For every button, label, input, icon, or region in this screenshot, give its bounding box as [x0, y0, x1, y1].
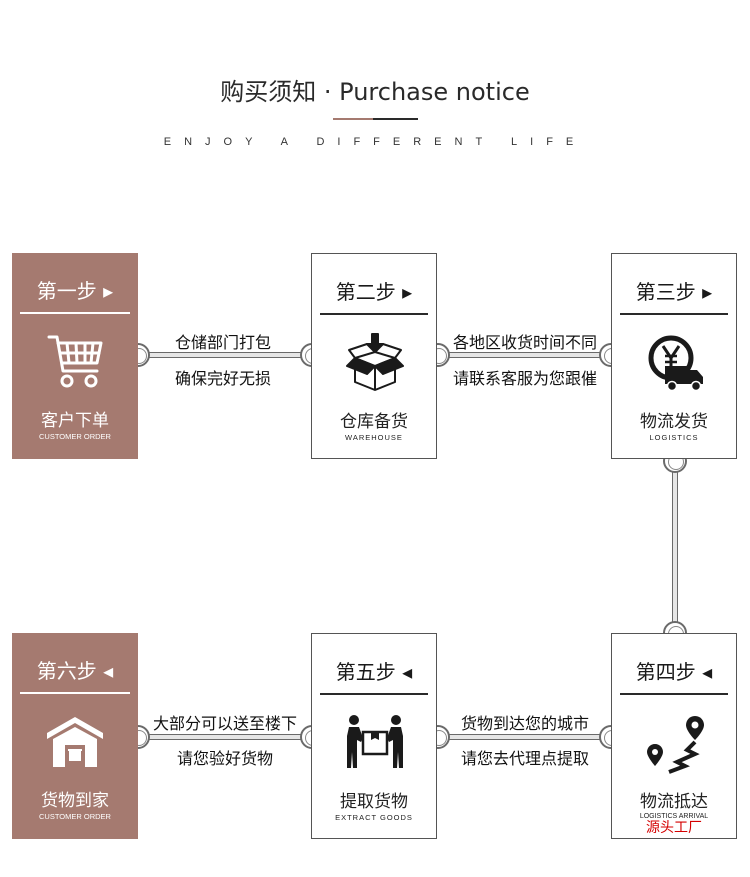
warehouse-icon	[47, 717, 103, 767]
open-box-icon	[346, 333, 404, 391]
step-name: 提取货物	[340, 792, 408, 812]
connector-3-4	[672, 461, 678, 633]
connector-text: 确保完好无损	[174, 369, 271, 388]
page-title: 购买须知 · Purchase notice	[220, 78, 530, 106]
divider	[20, 312, 130, 314]
connector-text: 请您去代理点提取	[460, 749, 589, 768]
step-sub: WAREHOUSE	[345, 433, 403, 442]
page-subtitle: ENJOY A DIFFERENT LIFE	[163, 136, 587, 148]
divider	[20, 692, 130, 694]
connector-text: 大部分可以送至楼下	[152, 714, 297, 733]
connector-5-6	[138, 734, 311, 740]
step-card-3: 第三步 ▸ 物流发货 LOGISTICS	[611, 253, 737, 459]
step-card-4: 第四步 ◂ 物流抵达 LOGISTICS ARRIVAL	[611, 633, 737, 839]
title-underline-dark	[373, 118, 418, 120]
divider	[320, 693, 428, 695]
connector-text: 请联系客服为您跟催	[452, 369, 597, 388]
connector-2-3	[438, 352, 611, 358]
step-name: 货物到家	[41, 791, 109, 811]
step-label: 第六步 ◂	[36, 659, 114, 683]
step-sub: EXTRACT GOODS	[335, 813, 413, 822]
connector-4-5	[438, 734, 611, 740]
step-sub: LOGISTICS	[649, 433, 699, 442]
step-label: 第五步 ◂	[335, 660, 413, 684]
map-route-icon	[647, 716, 704, 774]
step-sub: CUSTOMER ORDER	[39, 432, 111, 441]
step-card-1: 第一步 ▸ 客户下单 CUSTOMER ORDER	[12, 253, 138, 459]
step-label: 第三步 ▸	[635, 280, 713, 304]
brand-note: 源头工厂	[646, 820, 702, 836]
connector-text: 货物到达您的城市	[460, 714, 589, 733]
title-underline-accent	[333, 118, 373, 120]
step-label: 第二步 ▸	[335, 280, 413, 304]
step-card-2: 第二步 ▸ 仓库备货 WAREHOUSE	[311, 253, 437, 459]
step-name: 物流发货	[640, 412, 708, 432]
step-card-5: 第五步 ◂ 提取货物 EXTRACT GOODS	[311, 633, 437, 839]
step-card-6: 第六步 ◂ 货物到家 CUSTOMER ORDER	[12, 633, 138, 839]
movers-box-icon	[347, 715, 403, 768]
step-sub: CUSTOMER ORDER	[39, 812, 111, 821]
step-name: 物流抵达	[640, 792, 708, 812]
step-label: 第四步 ◂	[635, 660, 713, 684]
step-name: 客户下单	[41, 411, 109, 431]
clock-truck-icon	[648, 335, 703, 392]
step-name: 仓库备货	[340, 412, 408, 432]
divider	[620, 313, 728, 315]
step-sub: LOGISTICS ARRIVAL	[639, 813, 709, 820]
connector-text: 仓储部门打包	[174, 333, 271, 352]
divider	[320, 313, 428, 315]
connector-1-2	[138, 352, 311, 358]
step-label: 第一步 ▸	[36, 279, 114, 303]
connector-text: 各地区收货时间不同	[452, 333, 597, 352]
connector-text: 请您验好货物	[176, 749, 273, 768]
shopping-cart-icon	[47, 335, 103, 388]
divider	[620, 693, 728, 695]
